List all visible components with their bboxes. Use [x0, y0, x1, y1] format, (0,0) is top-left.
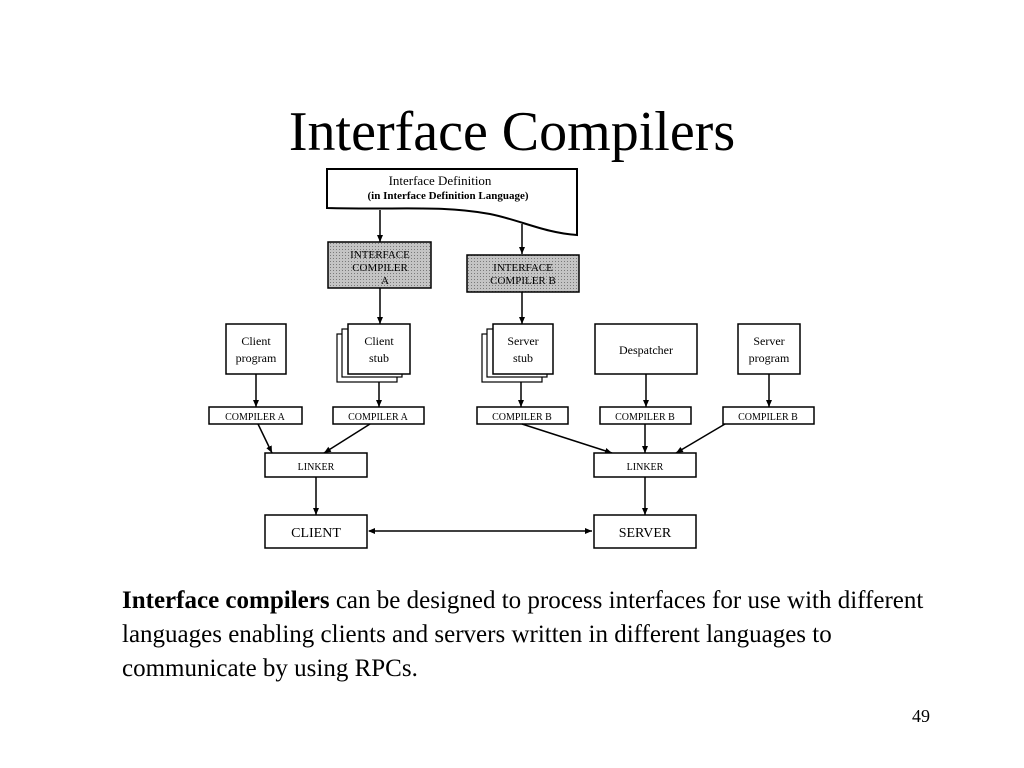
client-linker-node: LINKER — [264, 452, 368, 478]
despatcher-node: Despatcher — [594, 323, 698, 375]
slide-title: Interface Compilers — [288, 101, 736, 163]
client-program-line2: program — [236, 351, 277, 365]
compiler-b-line2: COMPILER B — [490, 275, 556, 287]
arrow-compiler-to-client-linker — [323, 423, 371, 454]
caption-bold: Interface compilers — [122, 587, 330, 614]
compiler-node: COMPILER B — [722, 406, 815, 425]
client-stub-line1: Client — [364, 334, 394, 348]
definition-line1: Interface Definition — [389, 173, 492, 188]
client-linker-label: LINKER — [298, 462, 335, 473]
compiler-node: COMPILER B — [599, 406, 692, 425]
server-stub-line1: Server — [507, 334, 538, 348]
compiler-label: COMPILER B — [738, 412, 798, 423]
server-stub-line2: stub — [513, 351, 533, 365]
client-program-node: Client program — [225, 323, 287, 375]
arrow-compiler-to-server-linker — [675, 423, 726, 454]
client-stub-node: Client stub — [336, 323, 411, 383]
server-program-node: Server program — [737, 323, 801, 375]
compiler-node: COMPILER A — [208, 406, 303, 425]
server-linker-label: LINKER — [627, 462, 664, 473]
interface-definition-node: Interface Definition (in Interface Defin… — [326, 168, 578, 237]
server-program-line1: Server — [753, 334, 784, 348]
despatcher-label: Despatcher — [619, 343, 673, 357]
server-linker-node: LINKER — [593, 452, 697, 478]
compiler-label: COMPILER B — [615, 412, 675, 423]
compiler-label: COMPILER B — [492, 412, 552, 423]
compiler-a-line1: INTERFACE — [350, 249, 410, 261]
client-program-line1: Client — [241, 334, 271, 348]
interface-compiler-a-node: INTERFACE COMPILER A — [327, 241, 432, 289]
interface-compiler-b-node: INTERFACE COMPILER B — [466, 254, 580, 293]
compiler-label: COMPILER A — [225, 412, 286, 423]
server-program-line2: program — [749, 351, 790, 365]
client-label: CLIENT — [291, 526, 341, 541]
slide-caption: Interface compilers can be designed to p… — [122, 584, 952, 686]
server-stub-node: Server stub — [481, 323, 554, 383]
compiler-label: COMPILER A — [348, 412, 409, 423]
page-number: 49 — [912, 706, 930, 726]
arrow-compiler-to-client-linker — [257, 423, 273, 454]
compiler-node: COMPILER B — [476, 406, 569, 425]
server-label: SERVER — [619, 526, 672, 541]
compiler-b-line1: INTERFACE — [493, 262, 553, 274]
caption-text: can be designed to process interfaces fo… — [122, 587, 924, 682]
compiler-a-line3: A — [381, 275, 389, 287]
arrow-compiler-to-server-linker — [521, 423, 613, 454]
definition-line2: (in Interface Definition Language) — [367, 190, 528, 202]
client-node: CLIENT — [264, 514, 368, 549]
compiler-a-line2: COMPILER — [352, 262, 408, 274]
compiler-node: COMPILER A — [332, 406, 425, 425]
server-node: SERVER — [593, 514, 697, 549]
client-stub-line2: stub — [369, 351, 389, 365]
